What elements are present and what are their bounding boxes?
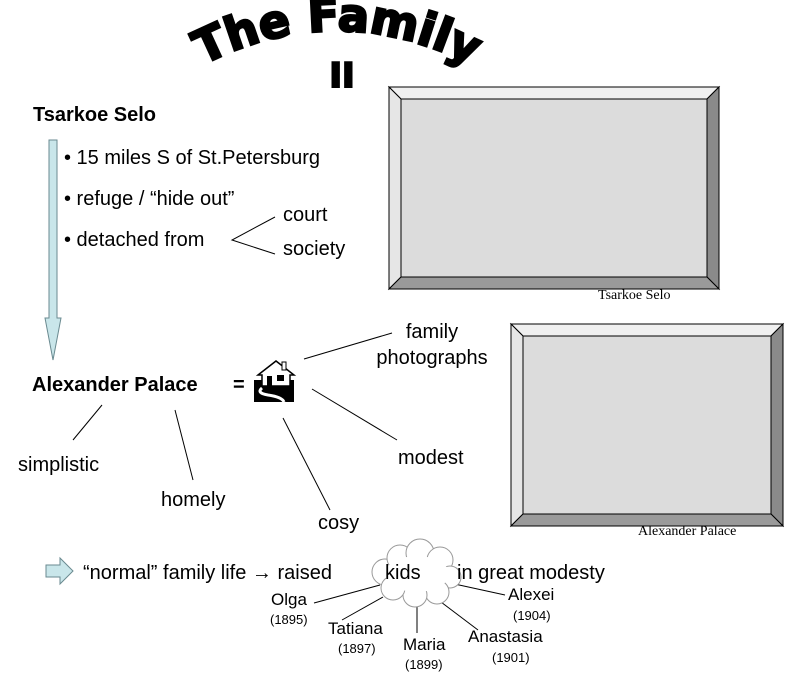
photo-frame-alexander [509, 322, 785, 528]
attr-simplistic: simplistic [18, 454, 100, 476]
child-tatiana-year: (1897) [338, 641, 376, 656]
connector-lines [72, 216, 506, 633]
right-arrow-icon [45, 556, 74, 586]
attr-family-photographs: family photographs [376, 321, 488, 369]
child-olga-year: (1895) [270, 612, 308, 627]
photo-frame-tsarkoe [387, 85, 721, 291]
attr-homely: homely [161, 489, 226, 511]
child-alexei-year: (1904) [513, 608, 551, 623]
child-maria: Maria [403, 635, 446, 654]
bullet-1: • 15 miles S of St.Petersburg [64, 147, 321, 169]
tsarkoe-heading: Tsarkoe Selo [33, 104, 157, 126]
bullet-3: • detached from [64, 229, 205, 251]
cloud-label: kids [385, 562, 421, 584]
child-anastasia: Anastasia [468, 627, 543, 646]
house-icon [254, 360, 297, 403]
down-arrow-icon [44, 139, 62, 361]
branch-society: society [283, 238, 346, 260]
child-tatiana: Tatiana [328, 619, 383, 638]
attr-cosy: cosy [318, 512, 360, 534]
family-life-text: “normal” family life → raised [83, 562, 332, 584]
cloud-shape [371, 538, 462, 608]
title-subtitle: II [329, 56, 354, 96]
child-anastasia-year: (1901) [492, 650, 530, 665]
child-alexei: Alexei [508, 585, 555, 604]
bullet-2: • refuge / “hide out” [64, 188, 235, 210]
child-olga: Olga [271, 590, 307, 609]
equals-sign: = [233, 374, 245, 396]
alexander-heading: Alexander Palace [32, 374, 198, 396]
attr-modest: modest [398, 447, 464, 469]
caption-alexander: Alexander Palace [638, 524, 737, 539]
branch-court: court [283, 204, 328, 226]
family-life-text-end: in great modesty [457, 562, 605, 584]
caption-tsarkoe: Tsarkoe Selo [598, 288, 671, 303]
child-maria-year: (1899) [405, 657, 443, 672]
